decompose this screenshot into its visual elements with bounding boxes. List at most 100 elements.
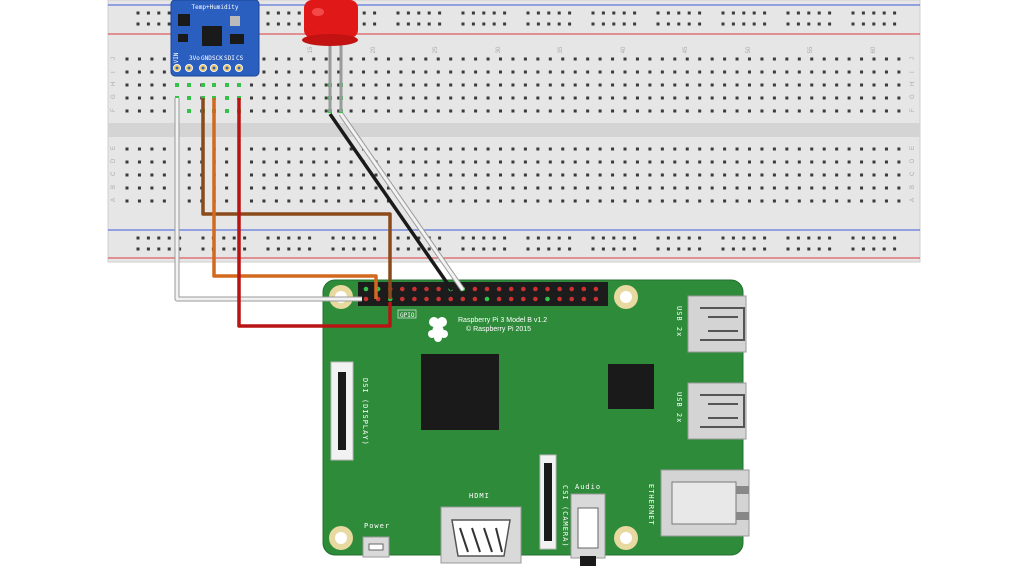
breadboard-hole: [536, 186, 540, 190]
breadboard-hole: [312, 109, 316, 113]
gpio-pin: [412, 286, 417, 292]
breadboard-hole: [523, 109, 527, 113]
ethernet-led: [736, 512, 749, 520]
breadboard-hole: [150, 109, 154, 113]
rail-hole: [622, 22, 626, 26]
breadboard-hole: [884, 57, 888, 61]
breadboard-hole-active: [237, 83, 241, 87]
rail-hole: [201, 247, 205, 251]
breadboard-hole: [474, 109, 478, 113]
breadboard-hole: [872, 83, 876, 87]
breadboard-hole: [698, 199, 702, 203]
breadboard-hole: [274, 173, 278, 177]
breadboard-hole: [424, 147, 428, 151]
breadboard-hole: [474, 83, 478, 87]
sensor-pin-label: SDI: [224, 55, 235, 62]
breadboard-hole: [499, 186, 502, 190]
rail-hole: [417, 247, 421, 251]
breadboard-hole: [449, 173, 453, 177]
rail-hole: [146, 11, 150, 15]
breadboard-hole: [312, 147, 316, 151]
breadboard-hole: [598, 96, 602, 100]
breadboard-hole: [698, 109, 702, 113]
breadboard-row-letters-right: J I H G F E D C B A: [910, 57, 916, 202]
gpio-pin: [472, 296, 478, 302]
breadboard-hole: [586, 160, 590, 164]
breadboard-hole: [860, 83, 864, 87]
rail-hole: [591, 236, 595, 240]
sensor-pin-hole: [212, 66, 216, 70]
breadboard-hole: [399, 147, 403, 151]
sensor-pin-label: 3Vo: [189, 55, 200, 62]
rail-hole: [503, 236, 507, 240]
rail-hole: [622, 247, 626, 251]
breadboard-hole: [685, 160, 689, 164]
rail-hole: [471, 22, 475, 26]
breadboard-hole: [648, 57, 652, 61]
breadboard-hole: [660, 186, 664, 190]
breadboard-hole: [897, 70, 901, 74]
breadboard-hole: [835, 173, 839, 177]
breadboard-hole: [660, 147, 664, 151]
sensor-component: [230, 34, 244, 44]
breadboard-hole: [561, 96, 565, 100]
rail-hole: [763, 11, 767, 15]
breadboard-hole: [760, 160, 764, 164]
rail-hole: [396, 247, 400, 251]
breadboard-hole: [187, 199, 191, 203]
rail-hole: [396, 236, 400, 240]
row-letter: H: [910, 82, 916, 86]
breadboard-hole: [137, 186, 141, 190]
breadboard-hole: [287, 199, 291, 203]
rail-hole: [438, 236, 442, 240]
breadboard-hole: [461, 173, 465, 177]
breadboard-hole-active: [187, 96, 191, 100]
breadboard-hole: [897, 109, 901, 113]
breadboard-hole: [710, 70, 714, 74]
breadboard-hole: [337, 147, 341, 151]
rail-hole: [851, 22, 855, 26]
rail-hole: [157, 247, 161, 251]
breadboard-hole: [710, 199, 714, 203]
rail-hole: [167, 11, 171, 15]
rail-hole: [601, 236, 605, 240]
breadboard-hole: [685, 57, 689, 61]
sensor-pin-label: CS: [236, 55, 244, 62]
breadboard: 5 10 15 20 25 30 35 40 45 50 55 60 J I H…: [107, 0, 921, 263]
rail-hole: [882, 22, 886, 26]
breadboard-hole: [274, 70, 278, 74]
breadboard-hole: [150, 199, 154, 203]
breadboard-hole: [312, 199, 316, 203]
breadboard-hole: [797, 96, 801, 100]
rail-hole: [763, 22, 767, 26]
breadboard-hole: [187, 186, 191, 190]
breadboard-hole: [150, 160, 154, 164]
breadboard-hole: [125, 96, 129, 100]
rail-hole: [861, 247, 865, 251]
breadboard-hole: [411, 147, 415, 151]
breadboard-hole: [573, 173, 577, 177]
rail-hole: [266, 11, 270, 15]
rail-hole: [287, 11, 291, 15]
hdmi-pins: [459, 527, 503, 553]
rail-hole: [373, 247, 377, 251]
gpio-pin: [448, 296, 454, 302]
usb-port-bottom-slots: [700, 394, 745, 428]
breadboard-hole: [598, 109, 602, 113]
breadboard-hole: [561, 173, 565, 177]
rail-hole: [807, 236, 811, 240]
breadboard-hole: [548, 186, 552, 190]
breadboard-hole: [125, 83, 129, 87]
breadboard-hole: [884, 96, 888, 100]
rail-hole: [547, 247, 551, 251]
breadboard-hole: [299, 160, 303, 164]
rail-hole: [656, 247, 660, 251]
breadboard-hole: [648, 199, 652, 203]
breadboard-hole: [735, 109, 739, 113]
breadboard-hole: [623, 109, 627, 113]
rail-hole: [536, 247, 540, 251]
breadboard-hole: [324, 147, 328, 151]
breadboard-hole: [536, 96, 540, 100]
breadboard-hole: [436, 96, 440, 100]
breadboard-hole: [835, 96, 839, 100]
